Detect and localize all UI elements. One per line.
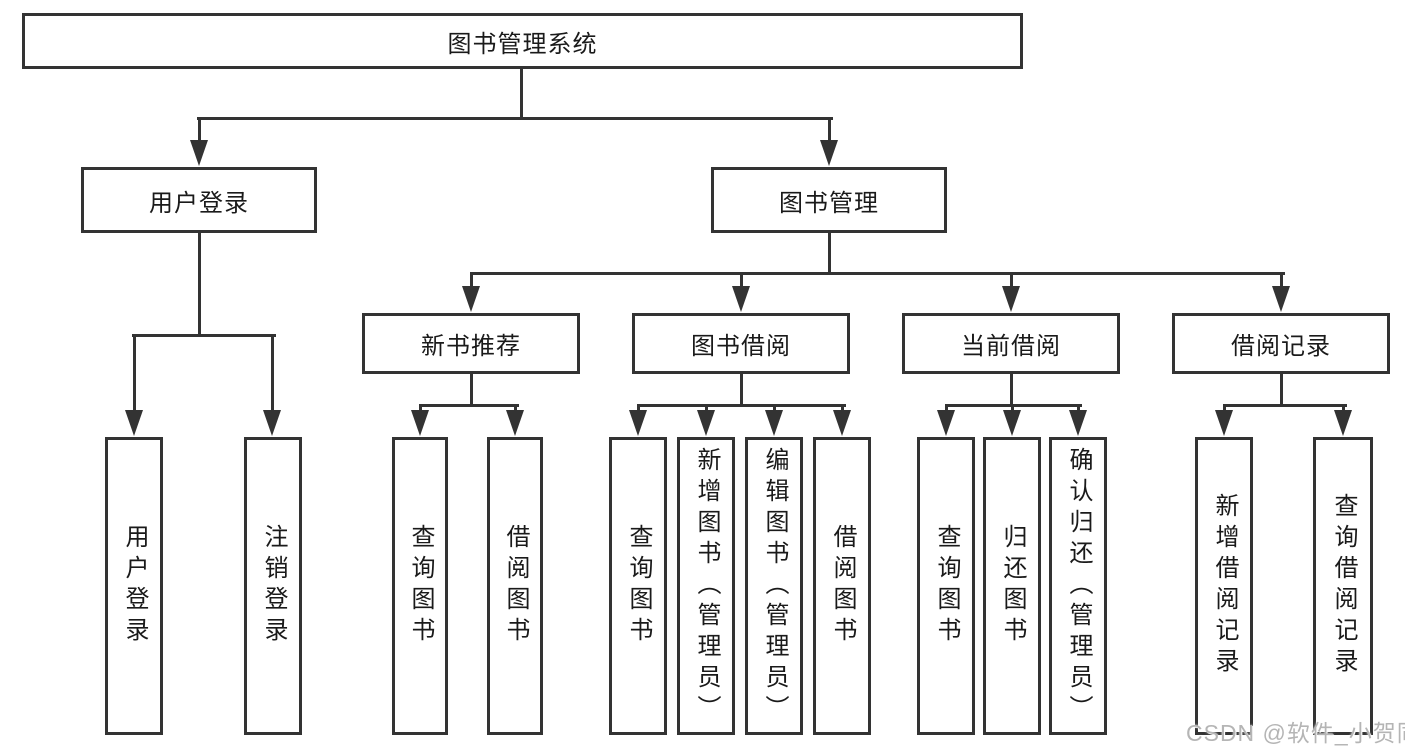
node-library-system-label: 图书管理系统 [447, 30, 598, 58]
connector-line [1009, 273, 1013, 290]
arrowhead-down-icon [506, 410, 524, 436]
arrowhead-down-icon [125, 410, 143, 436]
connector-line [1009, 374, 1013, 407]
node-current-borrow: 当前借阅 [902, 313, 1120, 374]
connector-line [196, 116, 833, 120]
node-book-management-label: 图书管理 [779, 189, 879, 217]
node-new-book-recommend-label: 新书推荐 [421, 333, 521, 360]
leaf-bb-edit-books-admin-label: 编辑图书（管理员） [761, 446, 788, 726]
leaf-bb-add-books-admin: 新增图书（管理员） [677, 437, 735, 735]
arrowhead-down-icon [411, 410, 429, 436]
arrowhead-down-icon [820, 140, 838, 166]
leaf-cb-return-books-label: 归还图书 [999, 524, 1026, 648]
leaf-logout: 注销登录 [244, 437, 302, 735]
connector-line [636, 405, 640, 414]
node-book-borrow-label: 图书借阅 [691, 333, 791, 360]
connector-line [1279, 374, 1283, 407]
leaf-cb-query-books-label: 查询图书 [933, 524, 960, 648]
arrowhead-down-icon [1334, 410, 1352, 436]
connector-line [1341, 405, 1345, 414]
connector-line [944, 405, 948, 414]
connector-line [1279, 273, 1283, 290]
arrowhead-down-icon [462, 286, 480, 312]
leaf-br-query-record: 查询借阅记录 [1313, 437, 1373, 735]
leaf-cb-return-books: 归还图书 [983, 437, 1041, 735]
connector-line [469, 273, 473, 290]
leaf-logout-label: 注销登录 [260, 524, 287, 648]
connector-line [513, 405, 517, 414]
arrowhead-down-icon [1069, 410, 1087, 436]
connector-line [739, 374, 743, 407]
leaf-bb-borrow-books-label: 借阅图书 [829, 524, 856, 648]
leaf-br-query-record-label: 查询借阅记录 [1330, 493, 1357, 679]
leaf-bb-query-books-label: 查询图书 [625, 524, 652, 648]
arrowhead-down-icon [263, 410, 281, 436]
leaf-user-login: 用户登录 [105, 437, 163, 735]
connector-line [469, 271, 1285, 275]
node-current-borrow-label: 当前借阅 [961, 333, 1061, 360]
leaf-bb-edit-books-admin: 编辑图书（管理员） [745, 437, 803, 735]
connector-line [469, 374, 473, 407]
connector-line [1222, 403, 1347, 407]
connector-line [704, 405, 708, 414]
arrowhead-down-icon [1003, 410, 1021, 436]
leaf-bb-add-books-admin-label: 新增图书（管理员） [693, 446, 720, 726]
leaf-br-add-record: 新增借阅记录 [1195, 437, 1253, 735]
node-new-book-recommend: 新书推荐 [362, 313, 580, 374]
connector-line [1010, 405, 1014, 414]
node-book-borrow: 图书借阅 [632, 313, 850, 374]
leaf-bb-query-books: 查询图书 [609, 437, 667, 735]
leaf-nb-query-books-label: 查询图书 [407, 524, 434, 648]
watermark-text: CSDN @软件_小贺同学 [1186, 720, 1405, 746]
connector-line [636, 403, 846, 407]
leaf-cb-confirm-return-admin: 确认归还（管理员） [1049, 437, 1107, 735]
arrowhead-down-icon [1215, 410, 1233, 436]
connector-line [827, 233, 831, 275]
leaf-bb-borrow-books: 借阅图书 [813, 437, 871, 735]
connector-line [197, 118, 201, 144]
connector-line [739, 273, 743, 290]
node-user-login: 用户登录 [81, 167, 317, 233]
connector-line [1076, 405, 1080, 414]
arrowhead-down-icon [697, 410, 715, 436]
connector-line [418, 403, 519, 407]
connector-line [519, 69, 523, 120]
leaf-cb-confirm-return-admin-label: 确认归还（管理员） [1065, 446, 1092, 726]
node-user-login-label: 用户登录 [149, 189, 249, 217]
connector-line [270, 335, 274, 414]
arrowhead-down-icon [629, 410, 647, 436]
connector-line [132, 335, 136, 414]
arrowhead-down-icon [732, 286, 750, 312]
connector-line [131, 333, 276, 337]
node-library-system: 图书管理系统 [22, 13, 1023, 69]
leaf-nb-borrow-books: 借阅图书 [487, 437, 543, 735]
connector-line [840, 405, 844, 414]
arrowhead-down-icon [1272, 286, 1290, 312]
connector-line [418, 405, 422, 414]
connector-line [1222, 405, 1226, 414]
arrowhead-down-icon [937, 410, 955, 436]
leaf-br-add-record-label: 新增借阅记录 [1211, 493, 1238, 679]
leaf-nb-query-books: 查询图书 [392, 437, 448, 735]
leaf-cb-query-books: 查询图书 [917, 437, 975, 735]
node-book-management: 图书管理 [711, 167, 947, 233]
node-borrow-records: 借阅记录 [1172, 313, 1390, 374]
arrowhead-down-icon [833, 410, 851, 436]
arrowhead-down-icon [765, 410, 783, 436]
connector-line [772, 405, 776, 414]
leaf-nb-borrow-books-label: 借阅图书 [502, 524, 529, 648]
leaf-user-login-label: 用户登录 [121, 524, 148, 648]
connector-line [197, 233, 201, 337]
arrowhead-down-icon [1002, 286, 1020, 312]
connector-line [827, 118, 831, 144]
arrowhead-down-icon [190, 140, 208, 166]
node-borrow-records-label: 借阅记录 [1231, 333, 1331, 360]
